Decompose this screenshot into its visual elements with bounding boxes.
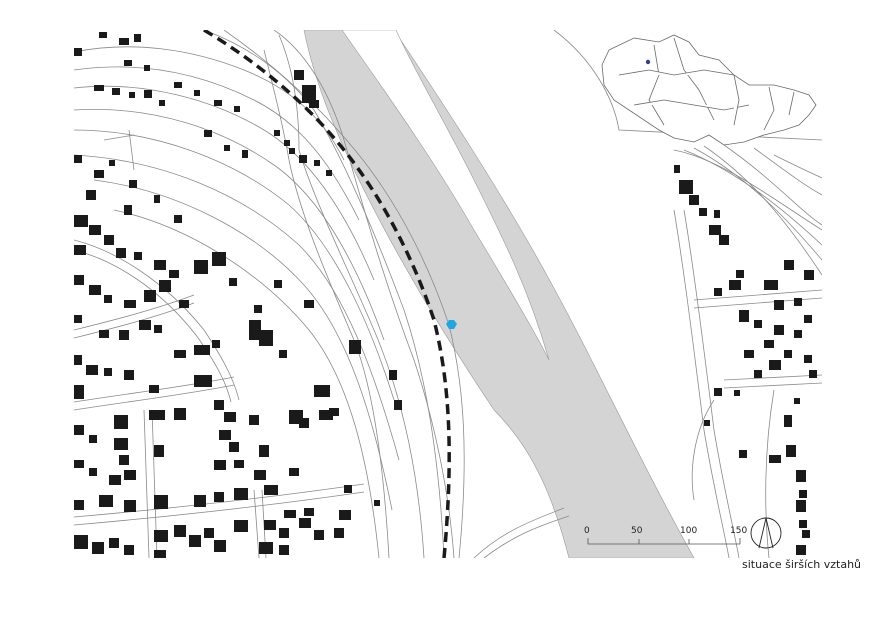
scale-tick-100: 100	[680, 526, 698, 536]
map-caption: situace širších vztahů	[742, 558, 862, 571]
inset-location-marker	[645, 59, 651, 65]
contour-lines-east	[673, 144, 822, 276]
streets-west	[74, 129, 365, 558]
site-plan-drawing	[74, 30, 822, 558]
railway-edge	[223, 30, 465, 558]
railway	[203, 30, 451, 558]
site-marker	[446, 320, 457, 329]
river-island	[341, 30, 550, 361]
scale-tick-0: 0	[584, 526, 590, 536]
site-plan-map: 0 50 100 150	[74, 30, 822, 558]
buildings	[74, 32, 817, 558]
north-arrow-icon	[750, 517, 782, 549]
inset-country-map	[601, 34, 817, 146]
river	[303, 30, 695, 558]
streets-east	[473, 30, 822, 558]
scale-tick-50: 50	[631, 526, 643, 536]
contour-lines-west	[74, 30, 455, 558]
scale-tick-150: 150	[730, 526, 748, 536]
scale-bar	[587, 538, 741, 545]
